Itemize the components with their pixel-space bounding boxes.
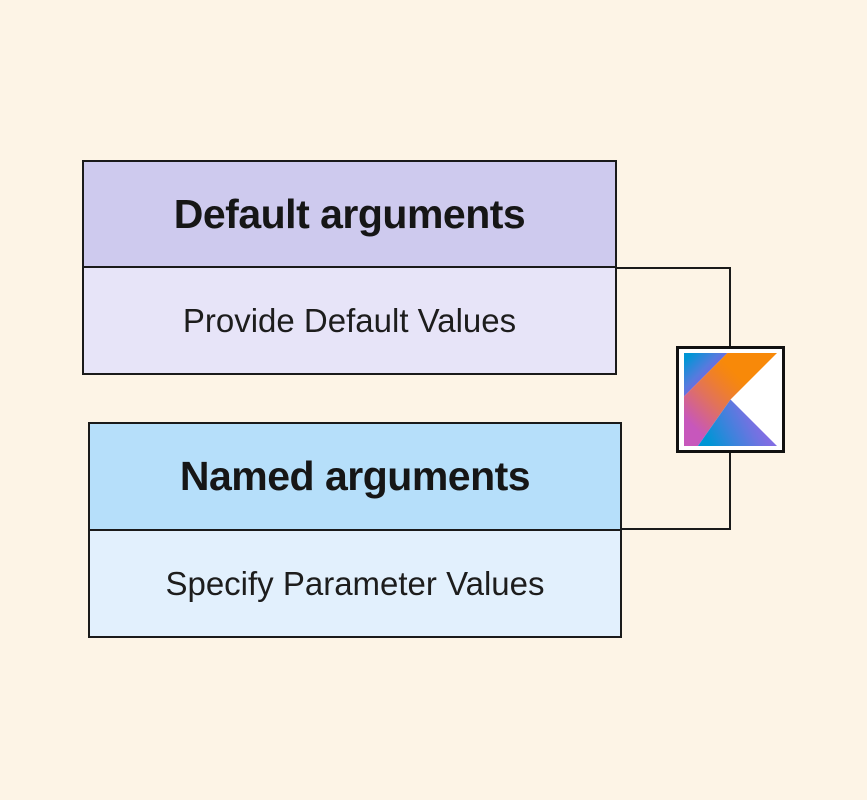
connector-logo-to-named-vertical bbox=[729, 452, 731, 530]
kotlin-logo-box bbox=[676, 346, 785, 453]
node-named-arguments: Named arguments Specify Parameter Values bbox=[88, 422, 622, 638]
connector-default-to-logo-vertical bbox=[729, 267, 731, 347]
node-named-arguments-title: Named arguments bbox=[90, 424, 620, 531]
node-default-arguments-description: Provide Default Values bbox=[182, 301, 517, 339]
node-default-arguments-title: Default arguments bbox=[84, 162, 615, 268]
node-named-arguments-description: Specify Parameter Values bbox=[165, 564, 545, 602]
connector-default-to-logo-horizontal bbox=[615, 267, 731, 269]
kotlin-logo-icon bbox=[684, 353, 777, 446]
node-default-arguments: Default arguments Provide Default Values bbox=[82, 160, 617, 375]
connector-logo-to-named-horizontal bbox=[622, 528, 731, 530]
